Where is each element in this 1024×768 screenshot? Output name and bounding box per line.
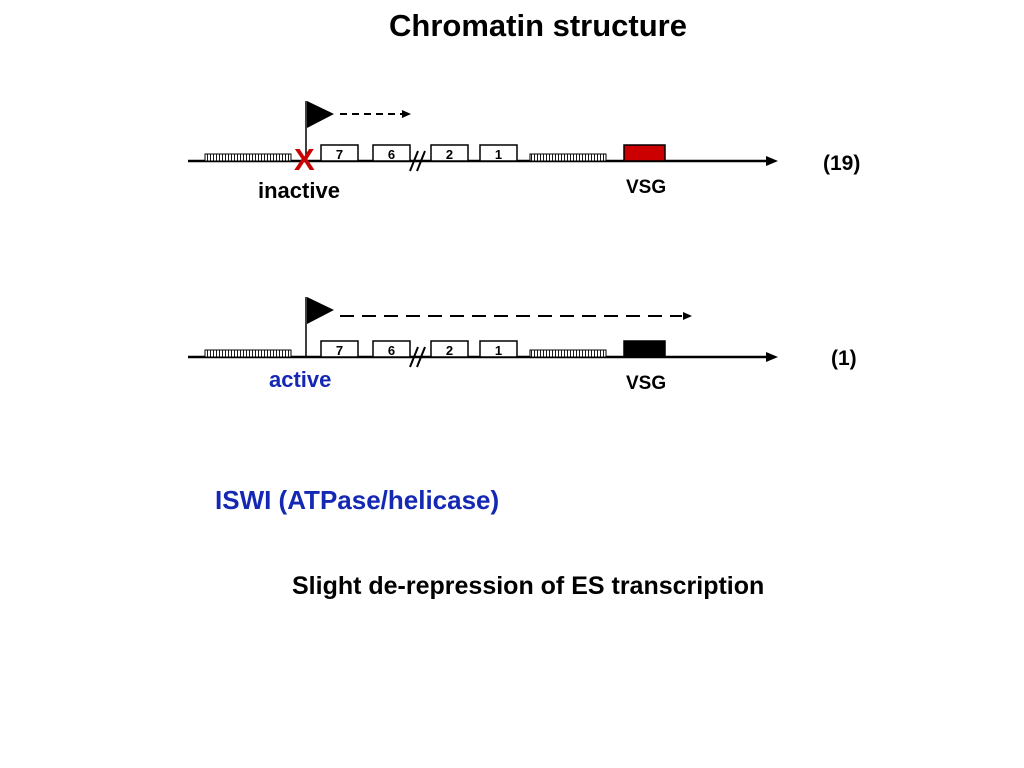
gene-box xyxy=(320,144,359,162)
gene-box xyxy=(479,340,518,358)
iswi-label: ISWI (ATPase/helicase) xyxy=(215,485,500,515)
break-mark xyxy=(416,150,426,172)
gene-label: 1 xyxy=(495,343,502,358)
gene-box xyxy=(320,340,359,358)
active-expression-site: 7 6 2 1 xyxy=(188,297,778,368)
result-note: Slight de-repression of ES transcription xyxy=(292,572,765,600)
inactive-label: inactive xyxy=(258,178,340,203)
inactive-x-mark: X xyxy=(294,142,315,177)
promoter-flag xyxy=(307,101,334,128)
repeat-block-left xyxy=(204,153,292,162)
gene-box xyxy=(372,144,411,162)
gene-label: 7 xyxy=(336,343,343,358)
gene-box xyxy=(430,144,469,162)
count-label-active: (1) xyxy=(831,347,857,370)
gene-label: 1 xyxy=(495,147,502,162)
gene-label: 6 xyxy=(388,343,395,358)
break-mark xyxy=(409,346,419,368)
page-title: Chromatin structure xyxy=(389,8,687,43)
repeat-block-right xyxy=(529,349,607,358)
gene-box xyxy=(430,340,469,358)
gene-box xyxy=(479,144,518,162)
direction-arrowhead xyxy=(766,156,778,166)
transcript-arrowhead xyxy=(683,312,692,320)
vsg-gene-box-active xyxy=(623,340,666,358)
vsg-label: VSG xyxy=(626,373,667,394)
gene-label: 2 xyxy=(446,343,453,358)
break-mark xyxy=(409,150,419,172)
transcript-arrowhead xyxy=(402,110,411,118)
count-label-inactive: (19) xyxy=(823,152,861,175)
gene-label: 6 xyxy=(388,147,395,162)
gene-box xyxy=(372,340,411,358)
active-label: active xyxy=(269,367,332,392)
gene-label: 2 xyxy=(446,147,453,162)
vsg-gene-box-inactive xyxy=(623,144,666,162)
vsg-label: VSG xyxy=(626,177,667,198)
inactive-expression-site: 7 6 2 1 xyxy=(188,101,778,172)
promoter-flag xyxy=(307,297,334,324)
repeat-block-right xyxy=(529,153,607,162)
direction-arrowhead xyxy=(766,352,778,362)
gene-label: 7 xyxy=(336,147,343,162)
break-mark xyxy=(416,346,426,368)
repeat-block-left xyxy=(204,349,292,358)
